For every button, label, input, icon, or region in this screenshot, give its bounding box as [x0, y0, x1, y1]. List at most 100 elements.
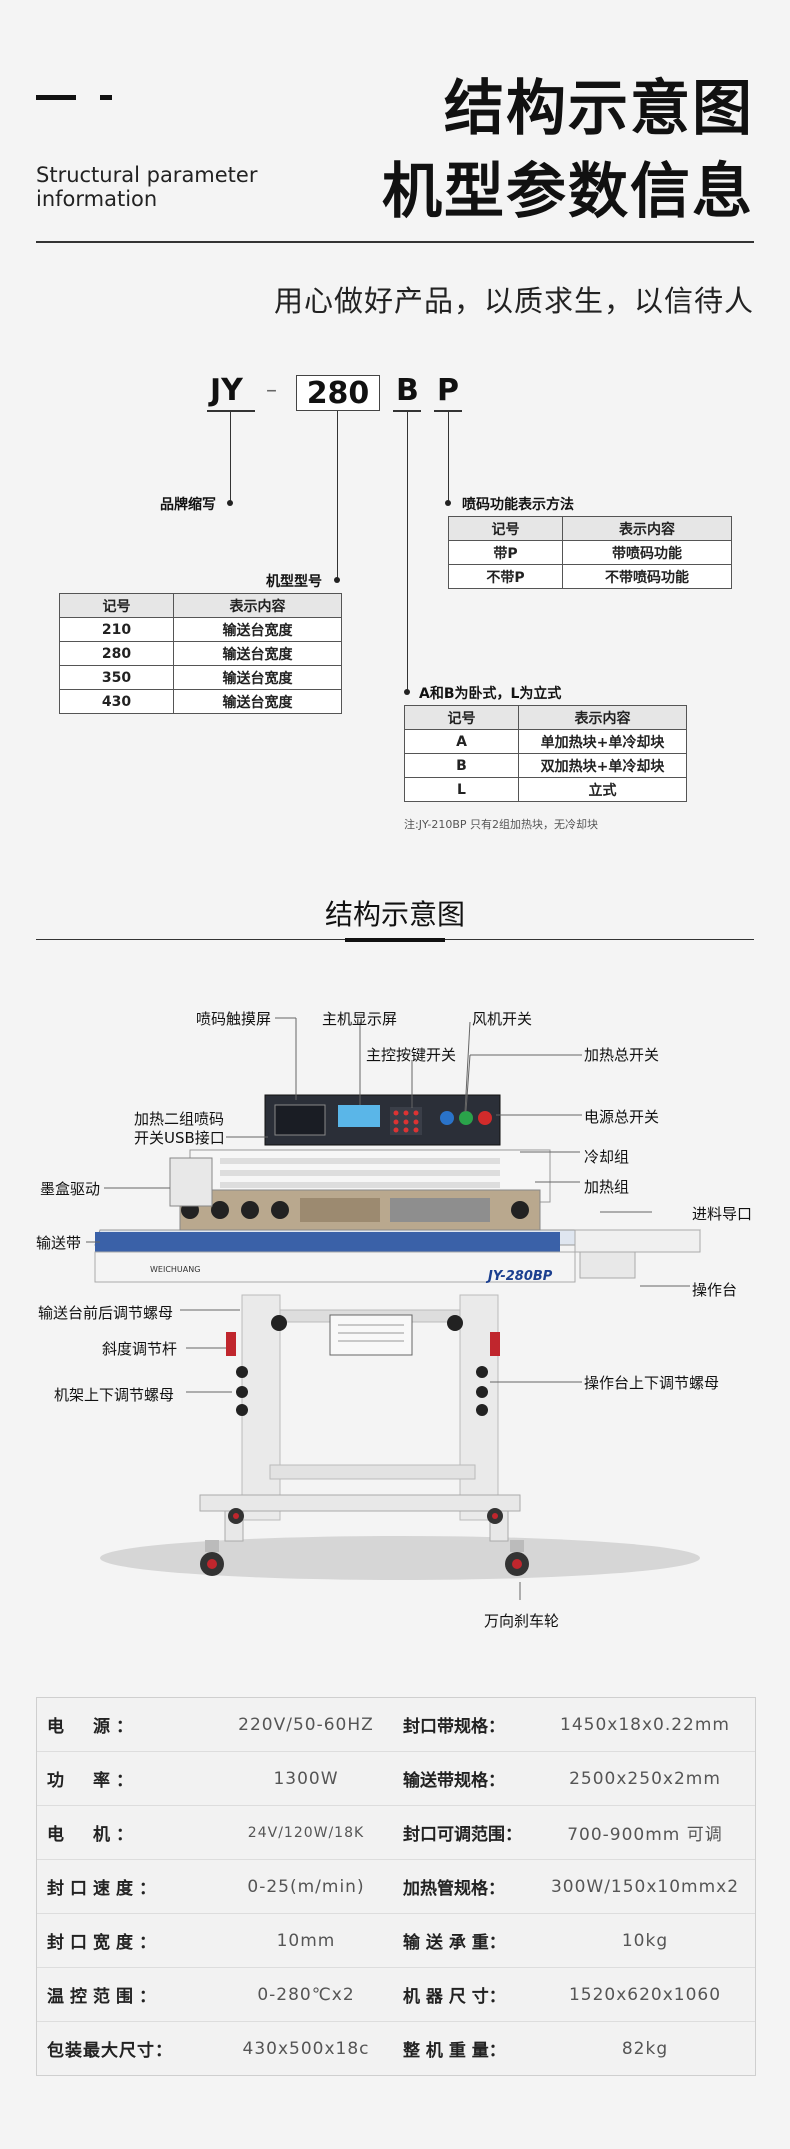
power-switch — [478, 1111, 492, 1125]
table-cell: 430 — [59, 689, 174, 714]
spec-key: 封口速度： — [47, 1879, 162, 1899]
spec-row: 电 源： 220V/50-60HZ 封口带规格： 1450x18x0.22mm — [37, 1698, 755, 1752]
spec-value: 1450x18x0.22mm — [560, 1714, 730, 1735]
spec-value: 700-900mm 可调 — [567, 1825, 723, 1845]
floor-shadow — [100, 1536, 700, 1580]
main-display — [338, 1105, 380, 1127]
caster-left-front — [200, 1540, 224, 1576]
spec-row: 封口速度： 0-25(m/min) 加热管规格： 300W/150x10mmx2 — [37, 1860, 755, 1914]
frame-base — [199, 1494, 521, 1512]
spec-key: 包装最大尺寸： — [47, 2041, 173, 2061]
table-header: 表示内容 — [562, 516, 732, 541]
nameplate — [329, 1314, 413, 1356]
code-number: 280 — [296, 375, 380, 411]
code-brand: JY — [210, 373, 243, 408]
spec-value: 10kg — [621, 1930, 669, 1951]
callout-caster: 万向刹车轮 — [484, 1612, 560, 1630]
spec-key: 温控范围： — [47, 1987, 162, 2007]
connector-brand — [230, 411, 231, 504]
caster-right-front — [505, 1540, 529, 1576]
callout-table-nut: 输送台前后调节螺母 — [38, 1304, 174, 1322]
table-cell: 输送台宽度 — [173, 641, 342, 666]
spec-key: 输 送 承 重： — [403, 1933, 506, 1953]
touch-screen — [274, 1104, 326, 1136]
spec-value: 0-280℃x2 — [257, 1984, 355, 2005]
spec-value: 2500x250x2mm — [569, 1768, 721, 1789]
spec-value: 10mm — [276, 1930, 336, 1951]
brand-label: 品牌缩写 — [160, 497, 216, 513]
spec-key: 机 器 尺 寸： — [403, 1987, 506, 2007]
console-bracket — [579, 1251, 636, 1279]
spec-key: 功 率： — [47, 1771, 139, 1791]
table-cell: 不带喷码功能 — [562, 564, 732, 589]
table-header: 表示内容 — [173, 593, 342, 618]
conveyor-body — [94, 1251, 576, 1283]
connector-ab — [407, 411, 408, 693]
table-header: 记号 — [448, 516, 563, 541]
table-cell: 不带P — [448, 564, 563, 589]
spec-value: 1300W — [273, 1768, 339, 1789]
connector-dot-brand — [227, 500, 233, 506]
table-cell: 350 — [59, 665, 174, 690]
table-header: 记号 — [404, 705, 519, 730]
callout-cooling: 冷却组 — [584, 1148, 630, 1166]
table-cell: 210 — [59, 617, 174, 642]
frame-crossbar-mid — [269, 1464, 476, 1480]
callout-feed-guide: 进料导口 — [692, 1205, 753, 1223]
table-cell: 立式 — [518, 777, 687, 802]
spec-row: 功 率： 1300W 输送带规格： 2500x250x2mm — [37, 1752, 755, 1806]
callout-conveyor-belt: 输送带 — [36, 1234, 82, 1252]
caster-right-back — [487, 1508, 503, 1524]
code-letter-b: B — [396, 373, 419, 408]
console-table — [574, 1229, 701, 1253]
spec-key: 电 机： — [47, 1825, 139, 1845]
fan-switch — [440, 1111, 454, 1125]
slope-rod-right — [490, 1332, 500, 1356]
model-plate: JY-280BP — [485, 1269, 553, 1284]
section-title-bar — [345, 938, 445, 942]
callout-heat-main-switch: 加热总开关 — [584, 1046, 660, 1064]
header-divider — [36, 241, 754, 243]
connector-ink — [448, 411, 449, 503]
heat-switch — [459, 1111, 473, 1125]
spec-value: 0-25(m/min) — [247, 1876, 365, 1897]
spec-value: 220V/50-60HZ — [238, 1714, 374, 1735]
callout-fan-switch: 风机开关 — [472, 1010, 533, 1028]
heating-block — [300, 1198, 380, 1222]
spec-key: 整 机 重 量： — [403, 2041, 506, 2061]
callout-heat2-switch: 加热二组喷码 — [134, 1110, 225, 1128]
table-cell: 输送台宽度 — [173, 689, 342, 714]
spec-key: 电 源： — [47, 1717, 139, 1737]
code-dash: – — [266, 378, 277, 403]
code-letter-p: P — [437, 373, 459, 408]
spec-value: 24V/120W/18K — [247, 1824, 365, 1841]
callout-frame-nut: 机架上下调节螺母 — [54, 1386, 175, 1404]
ink-cartridge-drive — [169, 1157, 213, 1207]
spec-row: 封口宽度： 10mm 输 送 承 重： 10kg — [37, 1914, 755, 1968]
spec-key: 加热管规格： — [403, 1879, 505, 1899]
callout-console-nut: 操作台上下调节螺母 — [584, 1374, 720, 1392]
connector-dot-ab — [404, 689, 410, 695]
decor-dash — [36, 95, 76, 100]
callout-console: 操作台 — [692, 1281, 738, 1299]
spec-key: 封口可调范围： — [403, 1825, 522, 1845]
connector-dot-ink — [445, 500, 451, 506]
page-title-line2: 机型参数信息 — [382, 157, 754, 227]
ink-label: 喷码功能表示方法 — [462, 497, 574, 513]
table-cell: 带喷码功能 — [562, 540, 732, 565]
spec-value: 430x500x18c — [242, 2038, 370, 2059]
page-title-line1: 结构示意图 — [444, 74, 754, 144]
slope-rod-left — [226, 1332, 236, 1356]
table-cell: L — [404, 777, 519, 802]
spec-key: 输送带规格： — [403, 1771, 505, 1791]
table-cell: 输送台宽度 — [173, 617, 342, 642]
leader-lines — [86, 1017, 690, 1600]
connector-dot-model — [334, 577, 340, 583]
